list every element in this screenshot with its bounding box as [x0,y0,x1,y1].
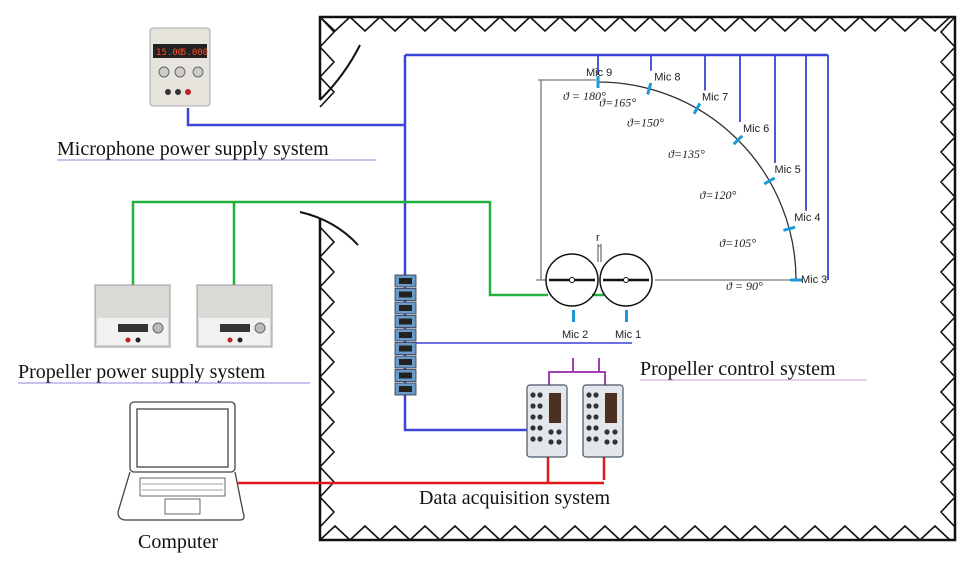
propeller-control-label: Propeller control system [640,358,836,380]
bnc-port [593,425,599,431]
daq-label: Data acquisition system [419,487,611,509]
mic-2-label: Mic 2 [562,329,588,341]
microphone-power-label: Microphone power supply system [57,138,329,160]
mic-5-label: Mic 5 [774,164,800,176]
mic-1-label: Mic 1 [615,329,641,341]
bnc-port [586,392,592,398]
mic-2-marker [572,310,575,322]
terminal-screw [399,332,412,338]
mic-7-label: Mic 7 [702,92,728,104]
mic-5-marker [763,176,776,186]
bnc-port [548,429,554,435]
terminal-screw [399,278,412,284]
bnc-port [537,425,543,431]
bnc-port [548,439,554,445]
foam-wedges [319,16,956,541]
bnc-port [586,414,592,420]
current-display: 5.000 [181,48,208,58]
bnc-port [593,436,599,442]
mic-1-marker [625,310,628,322]
bnc-port [586,436,592,442]
bnc-port [537,403,543,409]
mic-6-marker [732,134,744,146]
bnc-port [612,439,618,445]
terminal-screw [399,345,412,352]
mic-3-label: Mic 3 [801,274,827,286]
bnc-port [604,439,610,445]
bnc-port [530,414,536,420]
bnc-port [593,403,599,409]
bnc-port [586,425,592,431]
bnc-port [586,403,592,409]
foam-wedge-outline [319,16,956,541]
computer-label: Computer [138,531,218,553]
laptop-icon [117,401,245,521]
anechoic-chamber [299,15,957,542]
terminal-screw [399,372,412,379]
propeller-power-supply-1 [94,284,171,348]
mic-7-angle-label: ϑ=150° [627,116,664,130]
trigger-cable [548,358,606,385]
terminal-screw [399,359,412,365]
mic-3-angle-label: ϑ = 90° [726,279,763,293]
bnc-port [612,429,618,435]
voltage-display: 15.00 [156,48,183,58]
mic-6-angle-label: ϑ=135° [668,147,705,161]
mic-8-marker [646,82,653,95]
propeller-left [545,253,599,307]
propeller-power-label: Propeller power supply system [18,361,266,383]
daq-connector [549,393,561,423]
terminal-screw [399,305,412,311]
bnc-port [593,414,599,420]
mic-8-label: Mic 8 [654,72,680,84]
terminal-screw [399,318,412,325]
mic-4-label: Mic 4 [794,212,820,224]
mic-9-angle-label: ϑ = 180° [563,89,606,103]
mic-drop-cables [597,55,829,280]
mic-9-label: Mic 9 [586,67,612,79]
terminal-block [394,274,417,396]
mic-8-angle-label: ϑ=165° [599,96,636,110]
bnc-port [530,425,536,431]
daq-modules [526,384,624,458]
mic-7-marker [692,102,702,115]
door-upper [319,44,361,101]
terminal-screw [399,386,412,392]
mic-markers [596,76,802,282]
mic-power-cable [186,108,405,127]
bnc-port [604,429,610,435]
mic-5-angle-label: ϑ=120° [699,188,736,202]
bnc-port [530,392,536,398]
bnc-port [556,429,562,435]
bnc-port [556,439,562,445]
geometry-guides [536,79,797,281]
chamber-wall [318,15,957,542]
bnc-port [537,414,543,420]
mic-3-marker [790,278,802,282]
bnc-port [530,436,536,442]
bnc-port [593,392,599,398]
prop-power-cable [131,200,548,297]
mic-6-label: Mic 6 [743,123,769,135]
propeller-right [599,253,653,307]
door-lower [299,211,359,246]
terminal-screw [399,291,412,298]
microphone-power-supply: 15.00 5.000 [149,27,211,107]
mic-4-marker [783,225,796,232]
propeller-power-supply-2 [196,284,273,348]
mic-bus-cable [403,53,828,432]
mic-labels: Mic 9 ϑ = 180° Mic 8 ϑ=165° Mic 7 ϑ=150° Mic 6… [563,67,827,293]
daq-connector [605,393,617,423]
bnc-port [537,436,543,442]
mic-4-angle-label: ϑ=105° [719,236,756,250]
computer-link-cable [238,455,606,485]
mic-9-marker [596,76,600,88]
bnc-port [537,392,543,398]
radius-label: r [596,232,600,244]
bnc-port [530,403,536,409]
